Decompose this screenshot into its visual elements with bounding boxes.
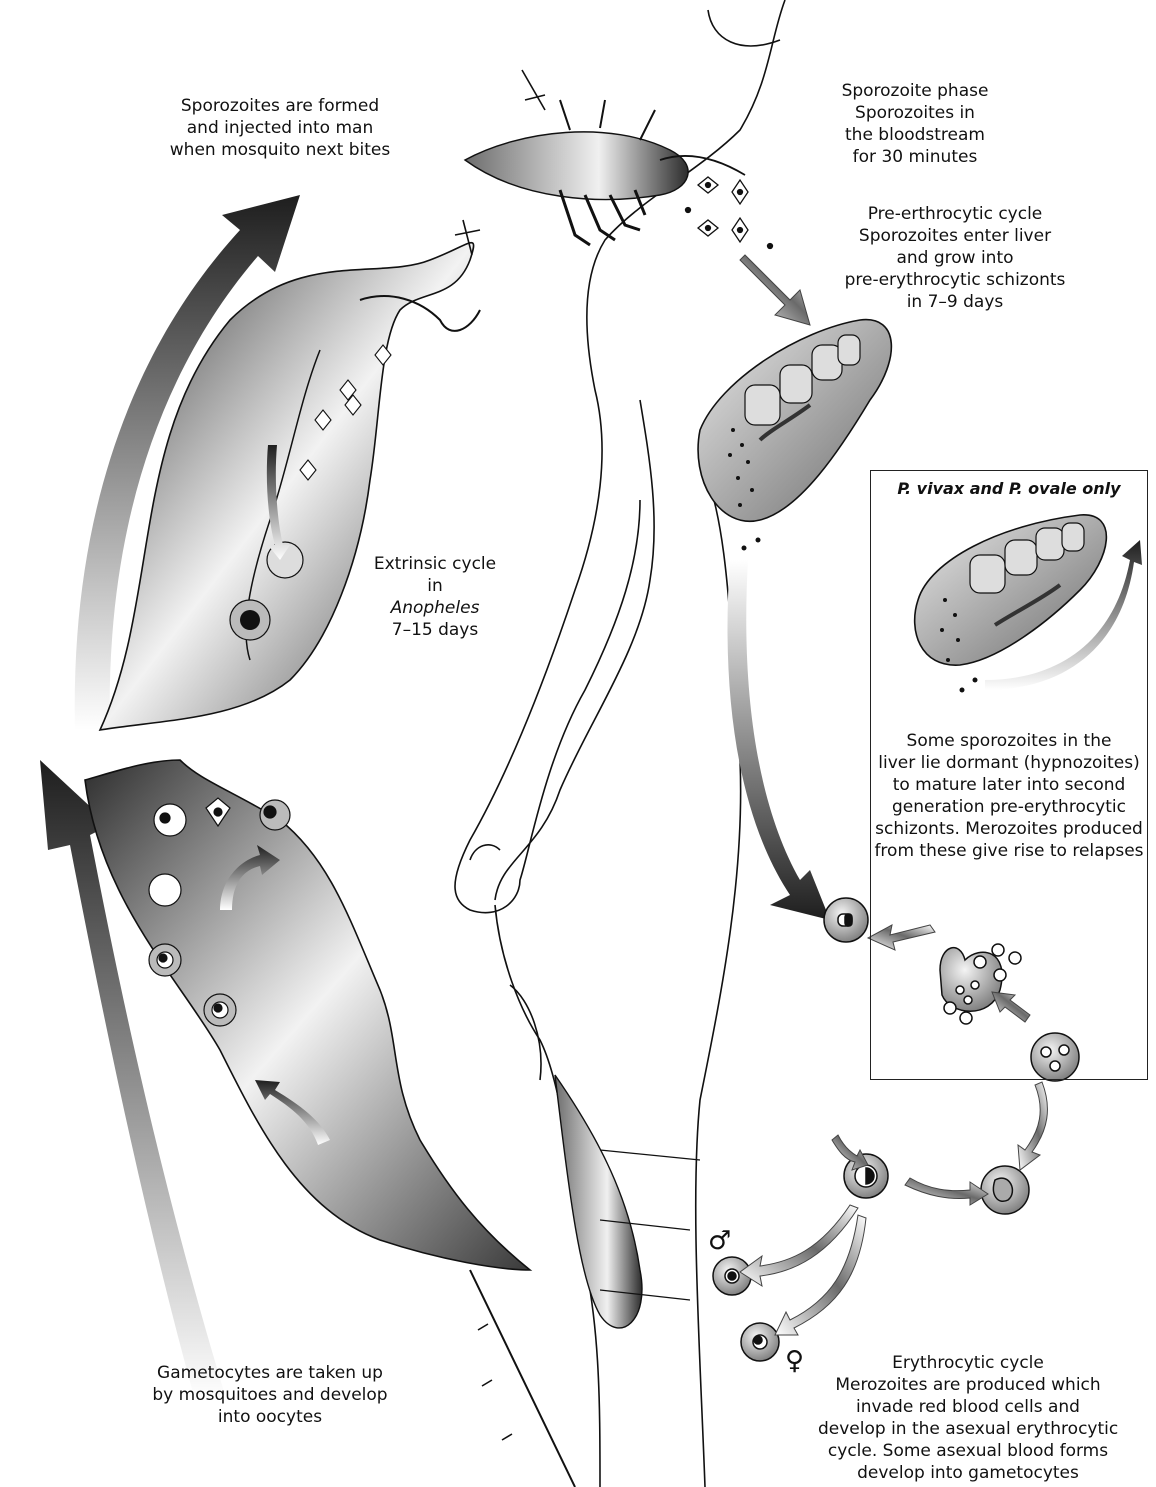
label-erythrocytic: Erythrocytic cycle Merozoites are produc… — [818, 1352, 1118, 1484]
label-sporozoites-formed: Sporozoites are formed and injected into… — [150, 95, 410, 161]
label-extrinsic-cycle: Extrinsic cycle in Anopheles 7–15 days — [355, 553, 515, 641]
label-hypnozoites: Some sporozoites in the liver lie dorman… — [872, 730, 1146, 862]
label-pre-erythrocytic: Pre-erthrocytic cycle Sporozoites enter … — [830, 203, 1080, 313]
mosquito-bottom — [470, 1075, 700, 1487]
label-gametocytes: Gametocytes are taken up by mosquitoes a… — [140, 1362, 400, 1428]
arrow-liver-to-blood — [728, 560, 831, 920]
mosquito-top — [465, 70, 745, 245]
liver-schizont — [698, 320, 891, 551]
arrow-to-liver — [740, 255, 810, 325]
box-title: P. vivax and P. ovale only — [871, 479, 1147, 498]
label-sporozoite-phase: Sporozoite phase Sporozoites in the bloo… — [815, 80, 1015, 168]
female-symbol: ♀ — [785, 1348, 804, 1374]
male-symbol: ♂ — [708, 1228, 731, 1254]
mosquito-midgut-upper — [100, 220, 480, 730]
sporozoites-bloodstream — [686, 177, 773, 249]
